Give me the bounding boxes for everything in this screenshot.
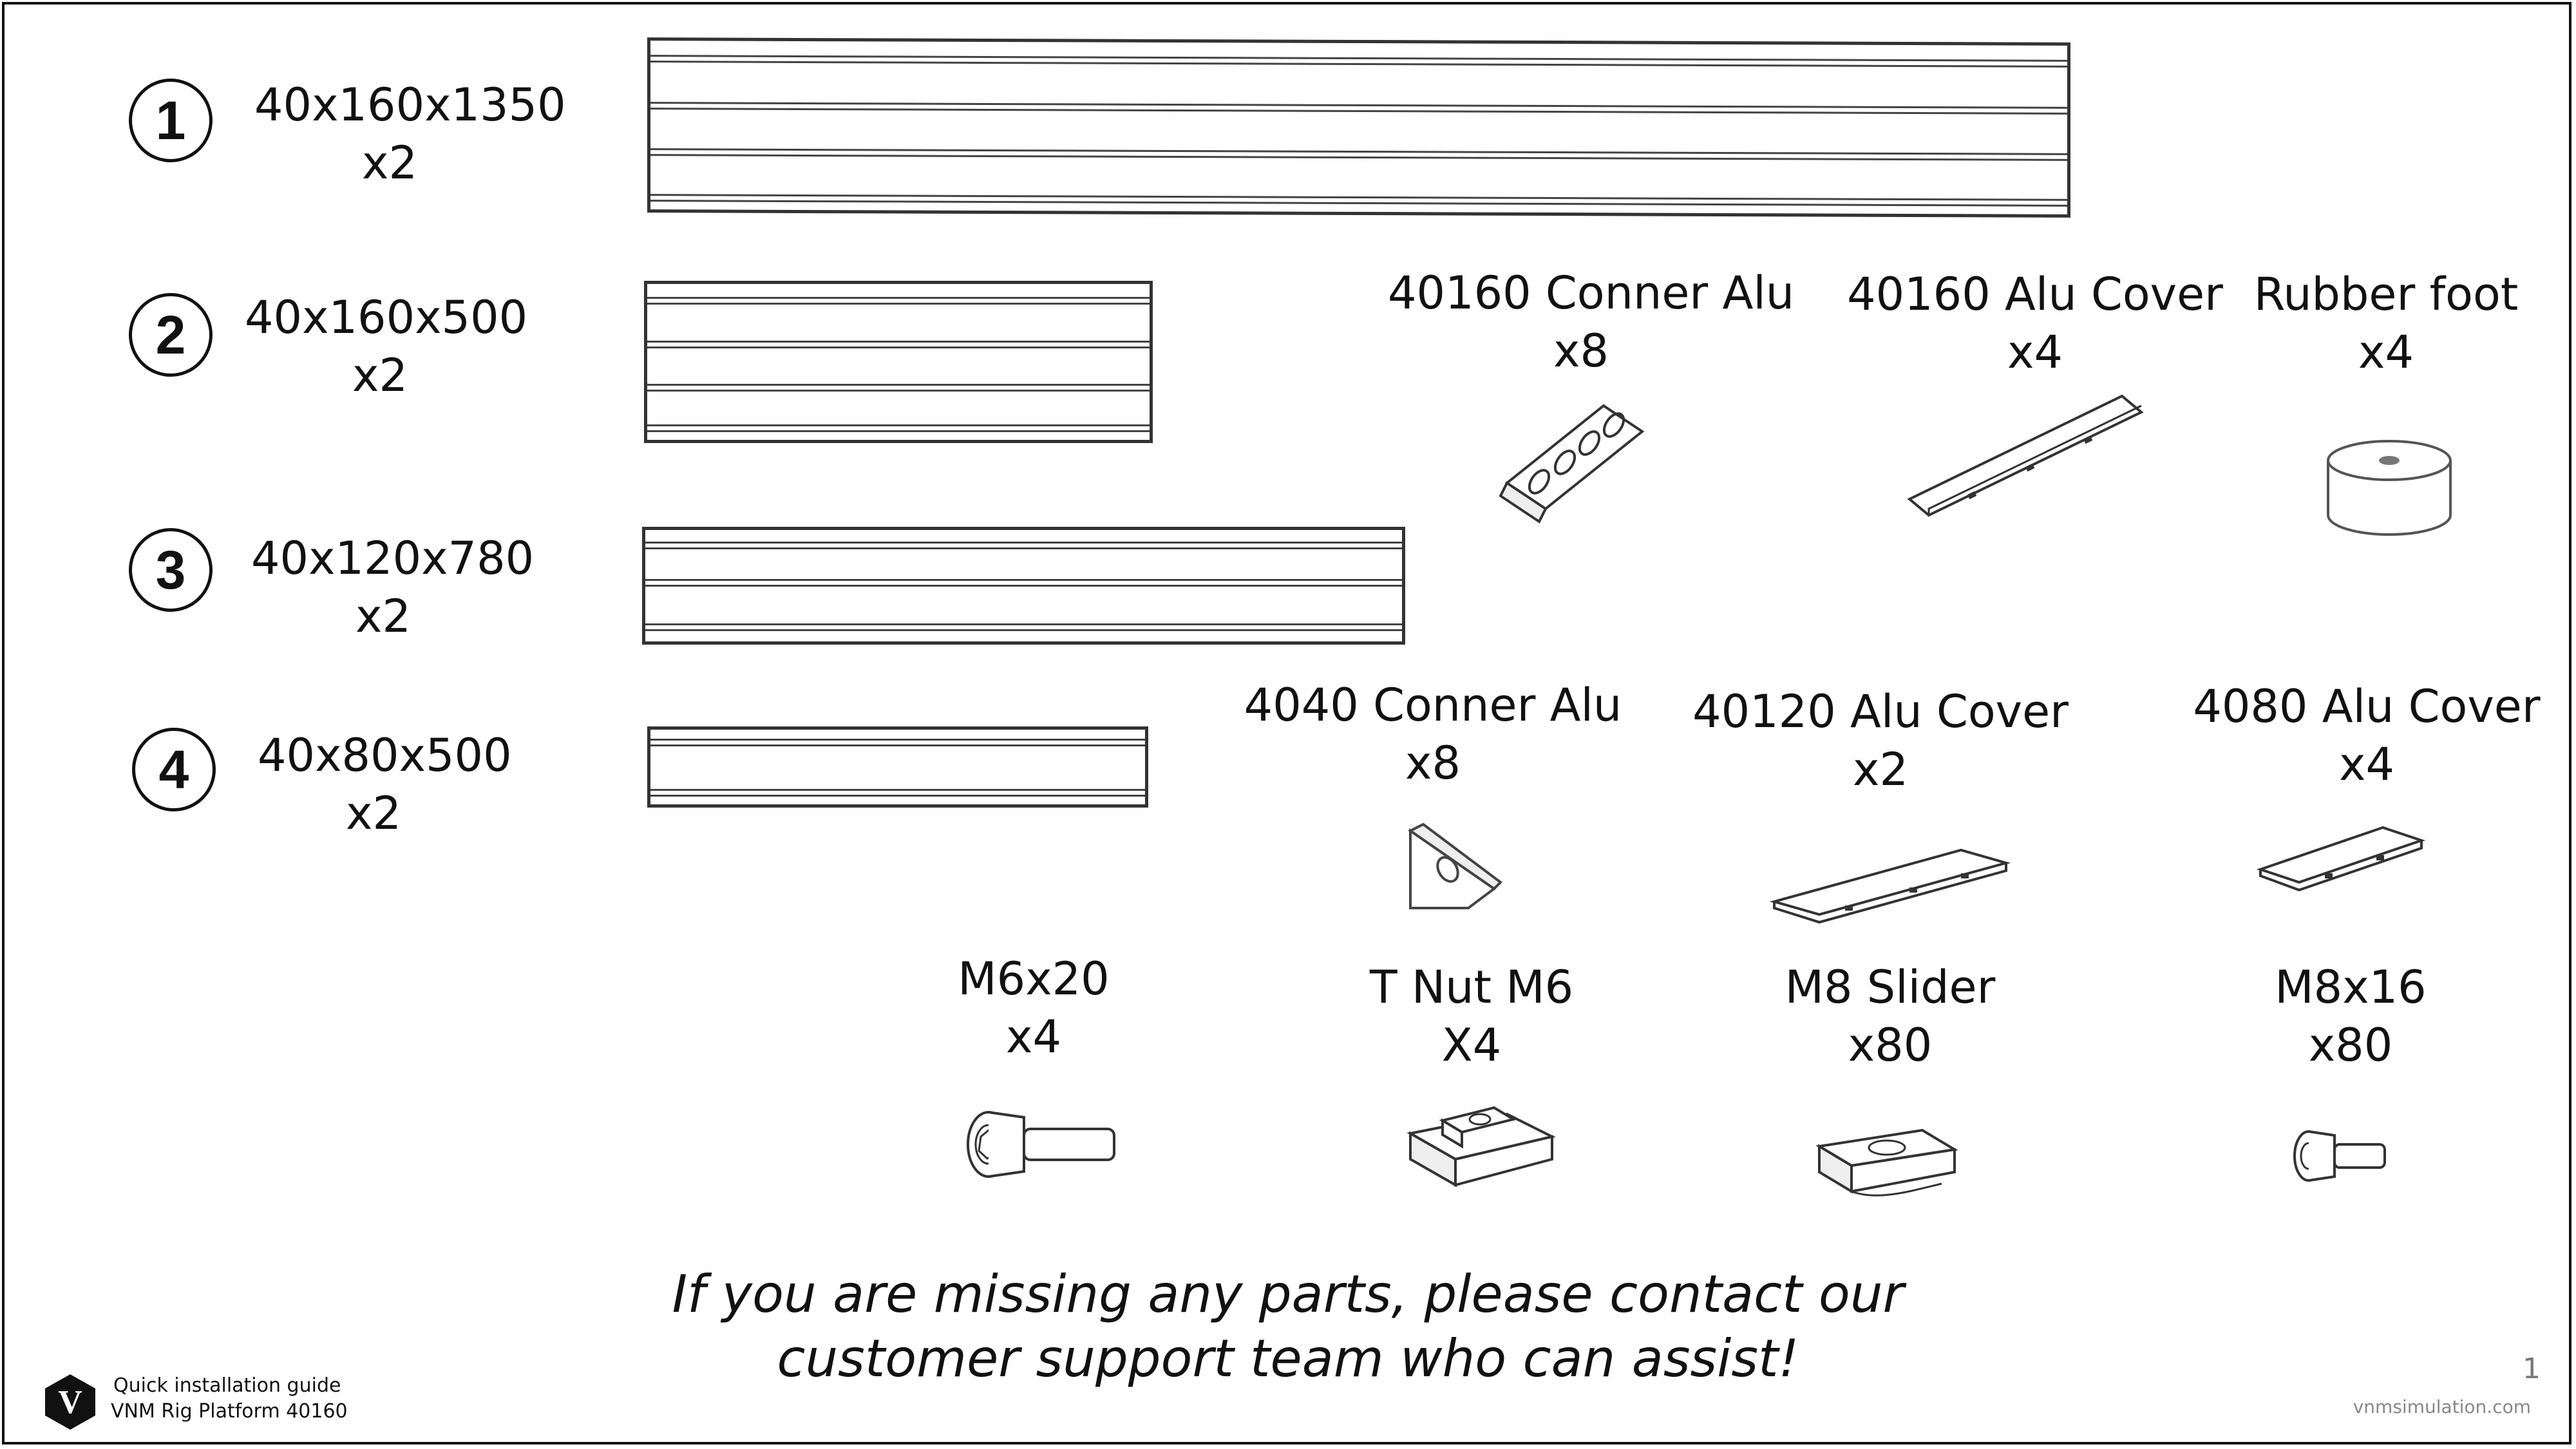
vnm-logo: V xyxy=(44,1373,97,1431)
t-nut-icon xyxy=(1404,1088,1558,1191)
profile-illustration xyxy=(642,527,1405,645)
end-cover-small-icon xyxy=(2254,818,2428,902)
page-number: 1 xyxy=(2523,1352,2541,1385)
svg-text:V: V xyxy=(58,1384,82,1421)
profile-number-badge: 2 xyxy=(129,293,213,377)
end-cover-medium-icon xyxy=(1768,844,2012,940)
website-url: vnmsimulation.com xyxy=(2353,1396,2531,1417)
profile-illustration xyxy=(644,281,1153,443)
corner-bracket-large-icon xyxy=(1494,386,1649,528)
profile-number-badge: 1 xyxy=(129,79,213,162)
profile-illustration xyxy=(647,37,2070,218)
corner-bracket-small-icon xyxy=(1397,818,1507,921)
profile-number-badge: 3 xyxy=(129,528,213,612)
end-cover-large-icon xyxy=(1903,386,2148,522)
profile-number-badge: 4 xyxy=(132,728,216,811)
bolt-m6-icon xyxy=(963,1104,1124,1188)
rubber-foot-icon xyxy=(2322,438,2457,541)
guide-title: Quick installation guide VNM Rig Platfor… xyxy=(111,1374,348,1423)
missing-parts-message: If you are missing any parts, please con… xyxy=(672,1264,1904,1388)
bolt-m8-icon xyxy=(2289,1124,2392,1188)
slider-nut-icon xyxy=(1813,1121,1961,1211)
profile-illustration xyxy=(647,726,1148,808)
